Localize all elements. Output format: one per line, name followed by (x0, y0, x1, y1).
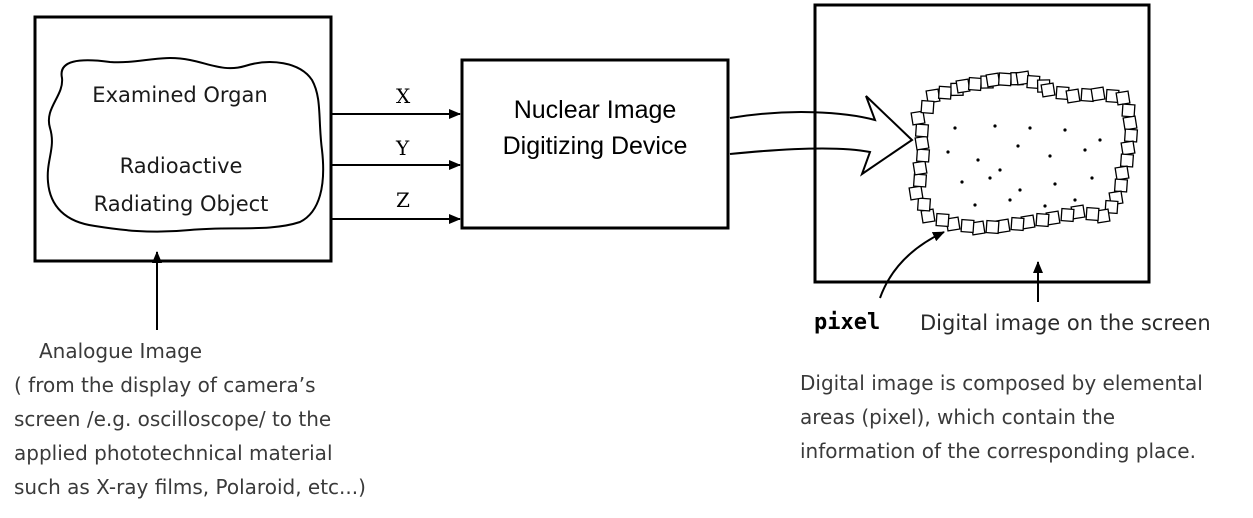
pixel-square (967, 76, 983, 92)
pixel-dot (1073, 198, 1077, 202)
pixel-square (1123, 128, 1139, 143)
pixel-square (1114, 165, 1130, 181)
pixel-square (1113, 178, 1129, 193)
pixel-square (1090, 86, 1106, 102)
signal-y-label: Y (396, 136, 410, 160)
pixel-square (910, 110, 926, 126)
pixel-square (1121, 103, 1136, 118)
pixel-square (985, 219, 1000, 235)
pixel-dot (1016, 144, 1020, 148)
digital-caption-line3: information of the corresponding place. (800, 439, 1196, 463)
pixel-dot (973, 203, 977, 207)
pixel-dot (960, 180, 964, 184)
pixel-square (937, 85, 953, 100)
pixel-square (915, 148, 931, 163)
analogue-caption-line4: such as X-ray films, Polaroid, etc...) (14, 475, 366, 499)
digital-caption-line2: areas (pixel), which contain the (800, 405, 1116, 429)
pixel-square (1119, 153, 1135, 168)
pixel-dot (988, 176, 992, 180)
pixel-dot (953, 126, 957, 130)
radioactive-label-line1: Radioactive (119, 154, 243, 178)
pixel-ring (908, 70, 1139, 236)
pixel-square (985, 72, 1001, 88)
pixel-dot (1018, 188, 1022, 192)
pixel-square (997, 72, 1013, 87)
pixel-square (1040, 82, 1056, 98)
signal-z-label: Z (396, 188, 410, 212)
pixel-square (1115, 90, 1131, 106)
pixel-square (914, 135, 930, 151)
organ-label: Examined Organ (70, 76, 290, 114)
pixel-square (1085, 206, 1100, 222)
pixel-square (1035, 212, 1050, 228)
pixel-label: pixel (814, 310, 881, 335)
pixel-dot (1090, 176, 1094, 180)
pixel-dot (993, 124, 997, 128)
pixel-dot (946, 150, 950, 154)
output-big-arrow (729, 95, 914, 177)
pixel-dot (1098, 138, 1102, 142)
pixel-square (1122, 115, 1138, 131)
radioactive-label: Radioactive Radiating Object (60, 147, 302, 223)
analogue-caption-line2: screen /e.g. oscilloscope/ to the (14, 407, 332, 431)
analogue-caption-title: Analogue Image (39, 339, 203, 363)
pixel-dot (1063, 128, 1067, 132)
radioactive-label-line2: Radiating Object (93, 192, 269, 216)
pixel-square (914, 123, 930, 138)
digital-caption: Digital image is composed by elemental a… (800, 366, 1203, 468)
signal-x-label: X (396, 84, 411, 108)
pixel-square (912, 160, 928, 176)
screen-label: Digital image on the screen (920, 311, 1211, 335)
pixel-dot (1053, 182, 1057, 186)
pixel-square (916, 197, 932, 212)
pixel-square (908, 185, 924, 201)
pixel-dot (1083, 148, 1087, 152)
analogue-caption: Analogue Image ( from the display of cam… (14, 334, 366, 504)
pixel-square (1060, 207, 1075, 223)
pixel-dot (1043, 204, 1047, 208)
analogue-caption-line1: ( from the display of camera’s (14, 373, 316, 397)
pixel-dot (1028, 126, 1032, 130)
pixel-square (935, 212, 950, 228)
pixel-dot (1048, 154, 1052, 158)
analogue-caption-line3: applied phototechnical material (14, 441, 333, 465)
pixel-square (960, 218, 975, 234)
pixel-square (955, 78, 971, 94)
pixel-dot (976, 158, 980, 162)
analogue-image-box (33, 15, 333, 263)
organ-label-line1: Examined Organ (92, 83, 268, 107)
screen-box (813, 3, 1151, 284)
device-label-line1: Nuclear Image (513, 96, 677, 124)
pixel-square (1010, 216, 1025, 232)
pixel-dot (998, 168, 1002, 172)
pixel-square (1065, 88, 1081, 104)
device-label: Nuclear Image Digitizing Device (462, 92, 728, 164)
pixel-square (1120, 140, 1136, 156)
device-label-line2: Digitizing Device (502, 132, 688, 160)
pixel-dots (946, 124, 1102, 208)
digital-caption-line1: Digital image is composed by elemental (800, 371, 1203, 395)
organ-outline (46, 57, 325, 233)
pixel-pointer-arrow (879, 231, 945, 299)
pixel-dot (1008, 198, 1012, 202)
digitizing-device-box (460, 58, 730, 230)
pixel-square (912, 173, 928, 188)
pixel-square (920, 99, 935, 115)
